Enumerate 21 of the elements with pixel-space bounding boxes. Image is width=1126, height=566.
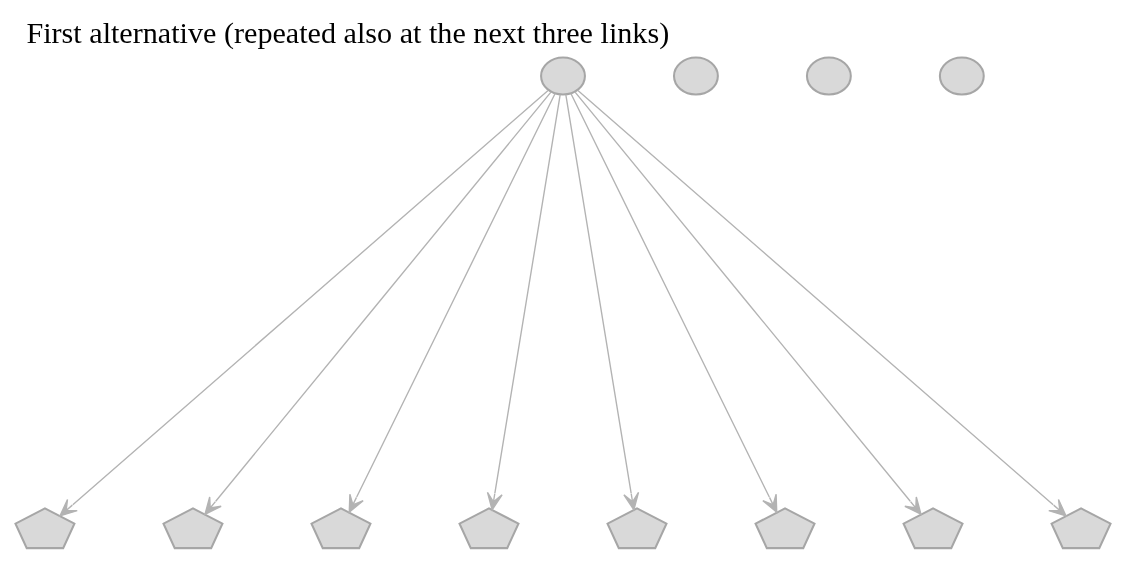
node-circle [673, 56, 719, 96]
arrow [570, 92, 778, 513]
node-pentagon [606, 507, 668, 550]
node-pentagon [310, 507, 372, 550]
diagram-title: First alternative (repeated also at the next three links) [26, 16, 670, 51]
arrow [59, 89, 549, 517]
node-pentagon [902, 507, 964, 550]
node-pentagon [458, 507, 520, 550]
node-pentagon [162, 507, 224, 550]
arrow [574, 91, 922, 515]
arrow [577, 89, 1067, 517]
node-circle [805, 56, 852, 96]
arrow [204, 91, 552, 515]
node-circle [540, 56, 586, 96]
arrow [348, 92, 556, 513]
node-circle [938, 56, 985, 96]
node-pentagon [14, 507, 76, 550]
node-pentagon [754, 507, 816, 550]
arrow [486, 93, 561, 511]
arrow [565, 93, 640, 511]
node-pentagon [1050, 507, 1112, 550]
